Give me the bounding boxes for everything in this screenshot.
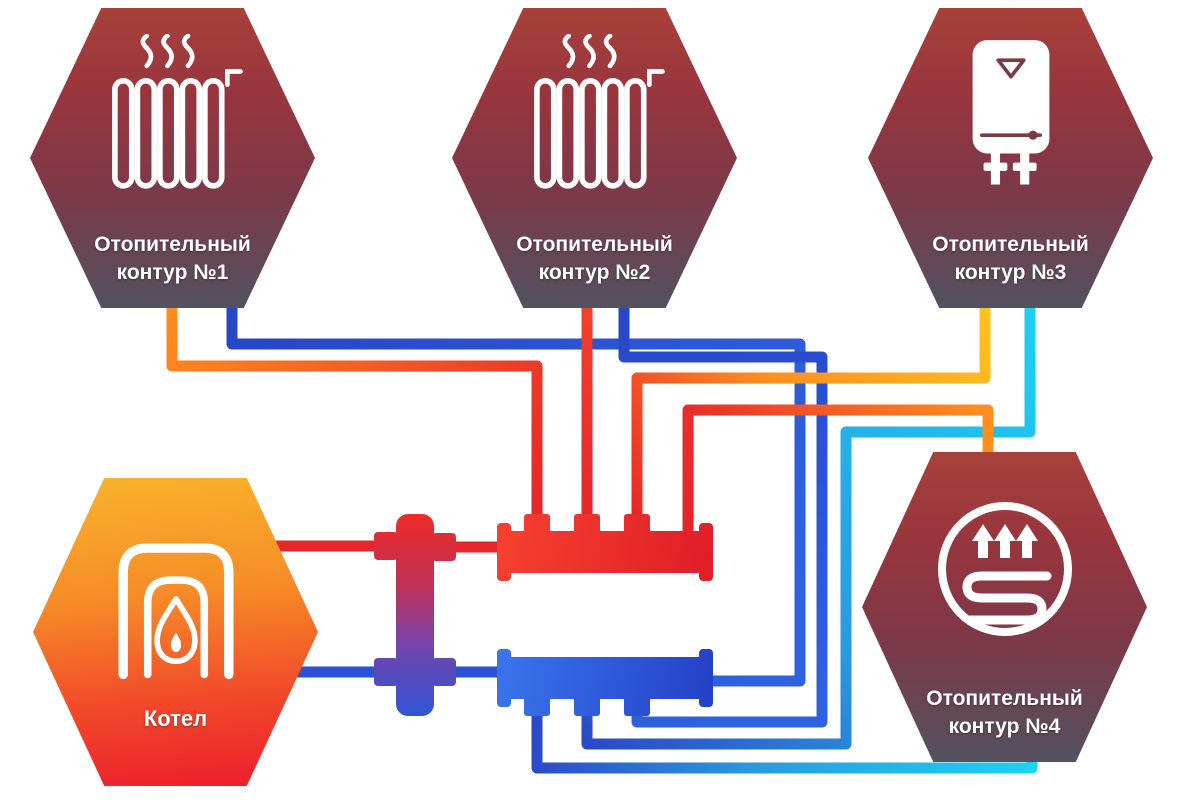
node-label-line1: Отопительный [516, 233, 673, 257]
node-heating-circuit-3: Отопительный контур №3 [868, 8, 1153, 308]
radiator-icon [533, 34, 665, 189]
underfloor-heating-icon [937, 502, 1072, 636]
pipe-supply-circuit3 [631, 295, 991, 532]
supply-manifold [497, 514, 713, 581]
return-manifold [497, 649, 713, 716]
separator-port [374, 532, 398, 560]
node-label-line2: контур №3 [954, 260, 1067, 284]
node-label-line1: Отопительный [926, 687, 1083, 711]
manifold-port [574, 514, 600, 536]
node-label-line2: контур №2 [538, 260, 651, 284]
separator-port [374, 658, 398, 686]
node-label: Отопительный контур №4 [926, 685, 1083, 762]
pipe-return-circuit3 [581, 295, 1036, 750]
manifold-port [624, 514, 650, 536]
node-label: Отопительный контур №2 [516, 231, 673, 308]
node-label: Котел [144, 705, 207, 786]
water-heater-icon [972, 40, 1049, 185]
node-label-line2: контур №1 [116, 260, 229, 284]
manifold-port [624, 694, 650, 716]
node-label: Отопительный контур №3 [932, 231, 1089, 308]
node-label-line1: Котел [143, 706, 208, 732]
node-label-line1: Отопительный [932, 233, 1089, 257]
node-heating-circuit-2: Отопительный контур №2 [452, 8, 737, 308]
separator-body [396, 514, 434, 716]
manifold-port [574, 694, 600, 716]
node-label: Отопительный контур №1 [94, 231, 251, 308]
pipe-supply-circuit4 [682, 404, 994, 531]
pipe-supply-circuit1 [166, 295, 543, 532]
pipe-return-circuit2 [618, 295, 828, 728]
node-heating-circuit-1: Отопительный контур №1 [30, 8, 315, 308]
manifold-body [503, 657, 707, 699]
pipe-return-circuit1 [226, 295, 806, 687]
hydraulic-separator [374, 514, 456, 716]
manifold-port [524, 694, 550, 716]
separator-port [432, 658, 456, 686]
boiler-flame-icon [117, 543, 234, 680]
node-label-line2: контур №4 [948, 714, 1061, 738]
separator-port [432, 533, 456, 561]
manifold-port [524, 514, 550, 536]
node-label-line1: Отопительный [94, 233, 251, 257]
radiator-icon [111, 34, 243, 189]
manifold-body [503, 531, 707, 573]
